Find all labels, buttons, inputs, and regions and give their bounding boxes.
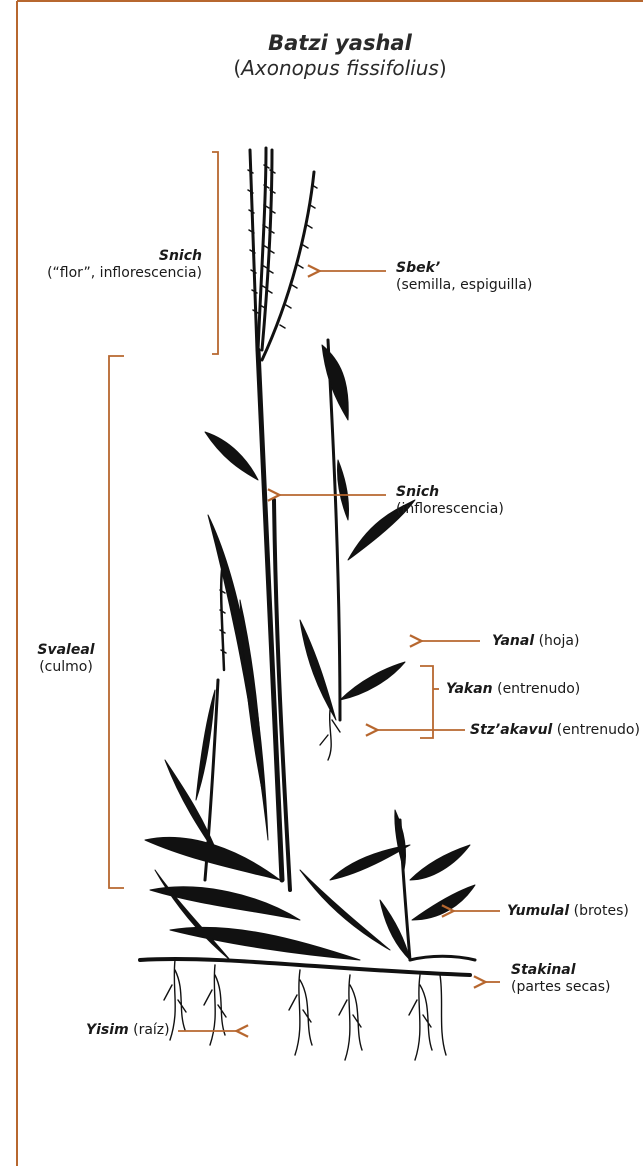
snich-bracket [212, 152, 218, 354]
label-sbek: Sbek’ (semilla, espiguilla) [396, 260, 532, 294]
svaleal-bracket [109, 356, 124, 888]
label-yakan: Yakan (entrenudo) [446, 681, 580, 698]
label-stakinal: Stakinal (partes secas) [511, 962, 610, 996]
label-snich-inflorescencia: Snich (inflorescencia) [396, 484, 504, 518]
label-stzakavul: Stz’akavul (entrenudo) [470, 722, 640, 739]
label-yisim: Yisim (raíz) [86, 1022, 170, 1039]
label-yanal: Yanal (hoja) [492, 633, 579, 650]
label-svaleal: Svaleal (culmo) [30, 642, 102, 676]
yakan-bracket [420, 666, 433, 738]
label-snich-flor: Snich (“flor”, inflorescencia) [30, 248, 202, 282]
label-yumulal: Yumulal (brotes) [507, 903, 629, 920]
